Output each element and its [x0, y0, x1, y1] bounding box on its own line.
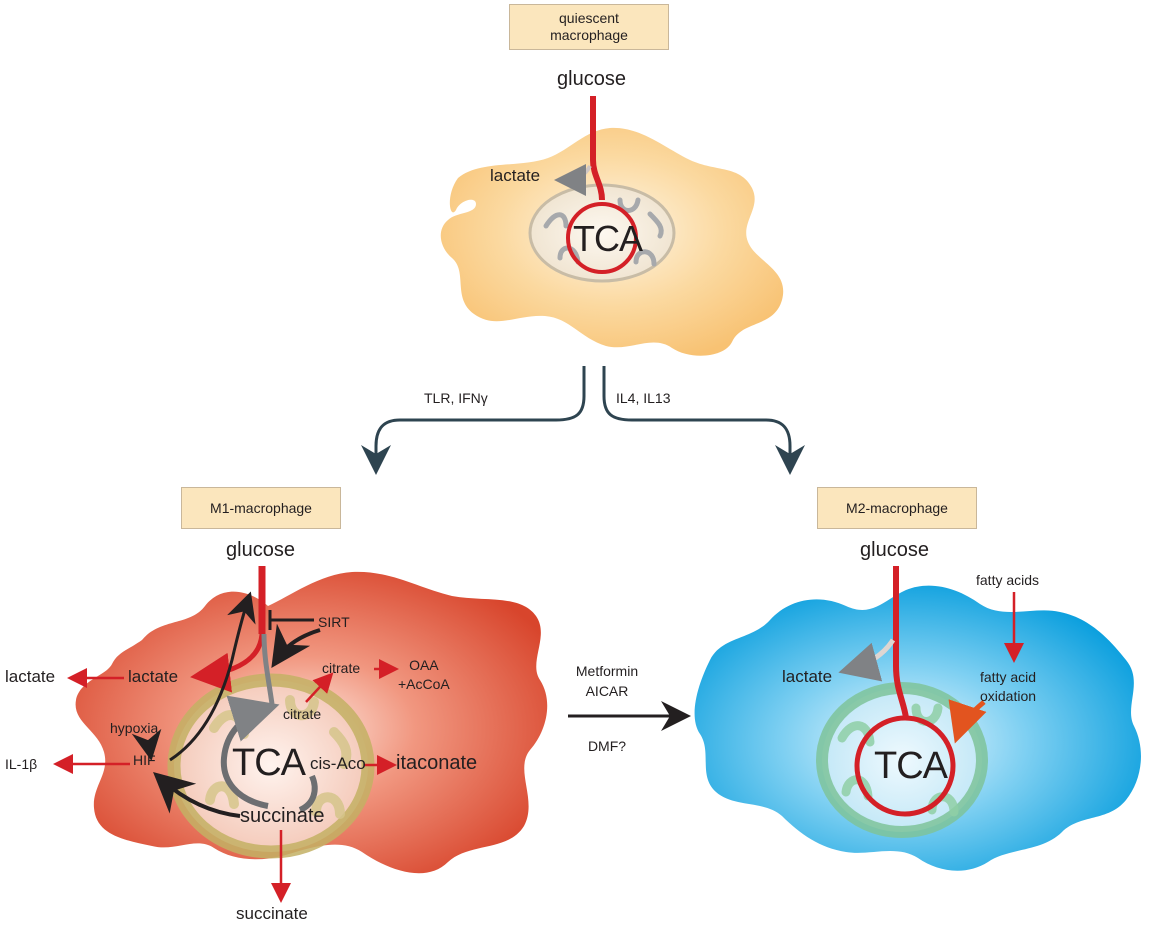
m1-cis-aco-label: cis-Aco — [310, 754, 366, 773]
m1-title: M1-macrophage — [210, 499, 312, 516]
middle-aicar-label: AICAR — [585, 683, 629, 699]
m1-glucose-to-mito — [261, 633, 275, 705]
m1-hypoxia-to-hif — [131, 728, 162, 761]
m2-title: M2-macrophage — [846, 499, 948, 516]
arrow-to-m1 — [361, 366, 586, 475]
m2-fatty-acids-label: fatty acids — [976, 572, 1040, 588]
quiescent-lactate-label: lactate — [490, 166, 541, 185]
quiescent-tca-cycle — [566, 202, 638, 274]
m1-label-box: M1-macrophage — [181, 487, 341, 529]
m1-oaa-label: OAA +AcCoA — [398, 657, 450, 692]
quiescent-glucose-arrow — [590, 96, 605, 201]
transition-left-label: TLR, IFNγ — [424, 390, 488, 406]
m1-succinate-in-label: succinate — [240, 805, 325, 827]
m1-hypoxia-label: hypoxia — [110, 720, 159, 736]
m2-label-box: M2-macrophage — [817, 487, 977, 529]
m1-tca-label: TCA — [232, 742, 306, 784]
quiescent-title: quiescent macrophage — [550, 10, 628, 43]
quiescent-lactate-arrow — [554, 163, 592, 196]
m1-hif-label: HIF — [133, 752, 156, 768]
arrow-to-m2 — [602, 366, 805, 475]
quiescent-glucose-label: glucose — [557, 68, 626, 90]
m1-glucose-to-lactate — [190, 633, 265, 693]
m1-tca-left-arc — [220, 695, 280, 809]
m1-il1b-label: IL-1β — [5, 756, 38, 772]
m2-lactate-label: lactate — [782, 667, 833, 686]
quiescent-tca-label: TCA — [573, 218, 643, 259]
m2-glucose-label: glucose — [860, 539, 929, 561]
m1-citrate-out-label: citrate — [322, 660, 361, 676]
middle-metformin-label: Metformin — [575, 663, 639, 679]
m1-sirt-arrow — [271, 623, 321, 668]
m1-glucose-label: glucose — [226, 539, 295, 561]
quiescent-label-box: quiescent macrophage — [509, 4, 669, 50]
m1-citrate-in-label: citrate — [283, 706, 322, 722]
m2-tca-label: TCA — [874, 745, 948, 787]
m2-fao-arrow — [948, 699, 987, 744]
m1-citrate-out-arrow — [305, 672, 334, 703]
middle-dmf-label: DMF? — [587, 738, 627, 754]
m1-hif-to-glucose — [169, 591, 256, 762]
m2-lactate-arrow — [838, 638, 896, 682]
m1-sirt-label: SIRT — [318, 614, 350, 630]
m1-lactate-out-label: lactate — [5, 667, 56, 686]
m2-fao-label: fatty acid oxidation — [980, 669, 1037, 704]
m2-glucose-arrow — [893, 566, 909, 719]
m1-succinate-out-label: succinate — [236, 904, 308, 923]
m1-itaconate-label: itaconate — [396, 752, 478, 774]
m1-sirt-inhibition — [268, 610, 314, 630]
m1-tca-right-arc — [298, 774, 318, 813]
m1-lactate-in-label: lactate — [128, 667, 179, 686]
transition-right-label: IL4, IL13 — [616, 390, 671, 406]
m1-succinate-to-hif — [153, 772, 241, 818]
